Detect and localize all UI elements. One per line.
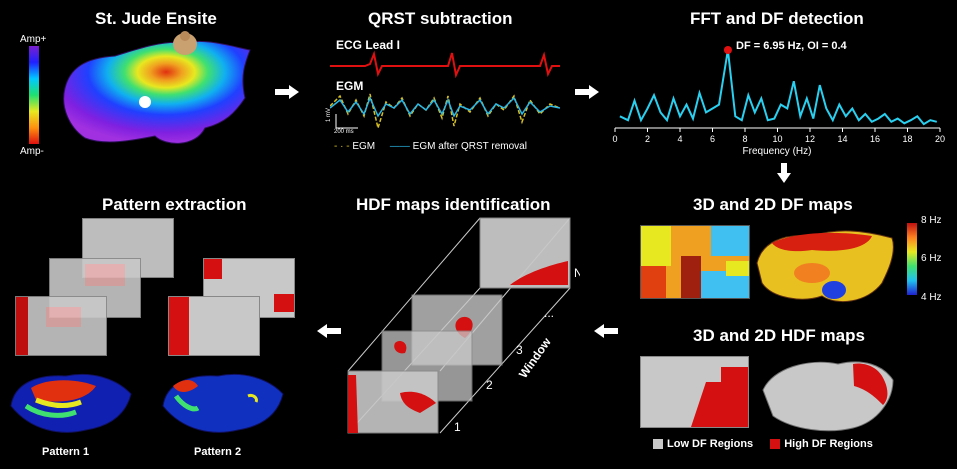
fft-x-tick-label: 2 xyxy=(645,134,650,144)
window-label-3: 3 xyxy=(516,343,523,357)
arrow-shaft xyxy=(327,328,341,334)
ensite-3d-map xyxy=(63,40,251,144)
fft-x-tick-label: 4 xyxy=(677,134,682,144)
egm-traces xyxy=(330,93,560,131)
fft-x-tick-label: 10 xyxy=(772,134,782,144)
hdf-window-stack: 1 2 3 ... N Window xyxy=(347,217,580,434)
pattern1-3d-map xyxy=(10,373,132,433)
df-annotation: DF = 6.95 Hz, OI = 0.4 xyxy=(736,40,848,52)
ecg-trace xyxy=(330,50,560,78)
pattern2-3d-map xyxy=(162,373,284,433)
df-scale-6hz: 6 Hz xyxy=(921,253,942,264)
fft-x-tick-label: 18 xyxy=(902,134,912,144)
high-df-swatch xyxy=(770,439,781,450)
fft-title: FFT and DF detection xyxy=(690,9,864,28)
df-maps-title: 3D and 2D DF maps xyxy=(693,195,853,214)
window-label-2: 2 xyxy=(486,378,493,392)
pattern1-label: Pattern 1 xyxy=(42,446,90,458)
pattern1-map-front xyxy=(15,296,107,356)
flow-arrow-left-icon xyxy=(594,324,604,338)
high-df-label: High DF Regions xyxy=(784,438,873,450)
hdf-ident-title: HDF maps identification xyxy=(356,195,551,214)
fft-x-tick-label: 8 xyxy=(742,134,747,144)
flow-arrow-left-icon xyxy=(317,324,327,338)
egm-legend-swatch: - · - xyxy=(334,141,350,152)
low-df-swatch xyxy=(653,439,663,450)
fft-x-tick-label: 6 xyxy=(710,134,715,144)
pattern-title: Pattern extraction xyxy=(102,195,247,214)
fft-x-tick-label: 0 xyxy=(612,134,617,144)
qrst-legend: - · - EGM —— EGM after QRST removal xyxy=(334,141,527,152)
fft-spectrum-line xyxy=(619,49,938,126)
hdf-2d-map xyxy=(640,356,749,428)
amplitude-colorbar xyxy=(29,46,39,144)
ensite-title: St. Jude Ensite xyxy=(95,9,217,28)
fft-x-tick-label: 16 xyxy=(870,134,880,144)
flow-arrow-right-icon xyxy=(289,85,299,99)
egm-after-legend-swatch: —— xyxy=(389,141,410,152)
arrow-shaft xyxy=(575,89,589,95)
arrow-shaft xyxy=(604,328,618,334)
hdf-legend: Low DF Regions High DF Regions xyxy=(653,438,873,450)
ecg-label: ECG Lead I xyxy=(336,38,401,52)
pattern2-label: Pattern 2 xyxy=(194,446,242,458)
amp-min-label: Amp- xyxy=(20,146,44,157)
egm-after-legend-label: EGM after QRST removal xyxy=(412,141,527,152)
dominant-frequency-peak xyxy=(723,46,732,54)
fft-x-tick-label: 14 xyxy=(837,134,847,144)
flow-arrow-down-icon xyxy=(777,173,791,183)
hdf-3d-map xyxy=(762,361,894,432)
low-df-label: Low DF Regions xyxy=(667,438,754,450)
fft-x-tick-label: 20 xyxy=(935,134,945,144)
fft-xlabel: Frequency (Hz) xyxy=(743,146,812,157)
fft-x-tick-label: 12 xyxy=(805,134,815,144)
amp-max-label: Amp+ xyxy=(20,34,47,45)
fft-chart: 0 2 4 6 8 10 12 14 16 18 20 DF = 6.95 Hz, OI = 0.4… xyxy=(612,40,945,157)
df-2d-map xyxy=(640,225,750,299)
egm-label: EGM xyxy=(336,79,364,93)
catheter-point xyxy=(139,96,151,108)
flow-arrow-right-icon xyxy=(589,85,599,99)
window-label-n: N xyxy=(574,266,580,280)
arrow-shaft xyxy=(275,89,289,95)
df-scale-4hz: 4 Hz xyxy=(921,292,942,303)
window-label-ellipsis: ... xyxy=(544,306,554,320)
scale-ms: 200 ms xyxy=(334,129,354,135)
pattern2-map-front xyxy=(168,296,260,356)
df-scale-8hz: 8 Hz xyxy=(921,215,942,226)
df-colorbar xyxy=(907,223,917,295)
df-3d-map xyxy=(756,230,894,303)
scale-mv: 1 mV xyxy=(326,107,333,123)
torso-orientation-icon xyxy=(173,31,197,55)
hdf-maps-title: 3D and 2D HDF maps xyxy=(693,326,865,345)
window-label-1: 1 xyxy=(454,420,461,434)
arrow-shaft xyxy=(781,163,787,173)
egm-legend-label: EGM xyxy=(352,141,376,152)
qrst-title: QRST subtraction xyxy=(368,9,513,28)
